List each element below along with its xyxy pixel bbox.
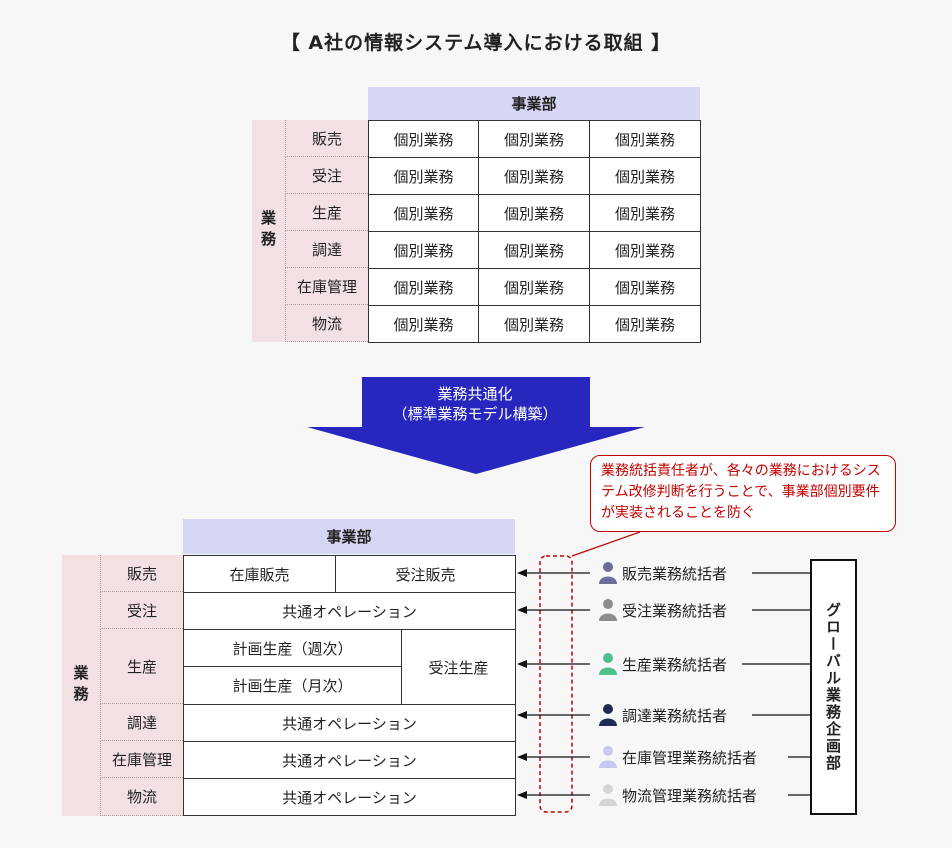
top-table-cell: 個別業務 <box>368 194 479 232</box>
bottom-row-label-zaiko: 在庫管理 <box>100 741 183 778</box>
owner-arrow-head <box>517 606 527 614</box>
top-table-cell: 個別業務 <box>589 268 701 306</box>
person-icon <box>599 599 617 621</box>
cell-seisan-monthly: 計画生産（月次） <box>183 666 402 705</box>
person-icon <box>599 653 617 675</box>
bottom-row-label-butsuryu: 物流 <box>100 778 183 816</box>
cell-butsuryu-common: 共通オペレーション <box>183 778 516 816</box>
owner-item: 生産業務統括者 <box>598 652 727 676</box>
owner-label: 受注業務統括者 <box>622 601 728 620</box>
owner-arrow-head <box>517 753 527 761</box>
bottom-table-header: 事業部 <box>183 519 515 554</box>
owner-arrow-head <box>517 791 527 799</box>
top-table-cell: 個別業務 <box>368 157 479 195</box>
arrow-label-line1: 業務共通化 <box>437 385 513 403</box>
page-title: 【 A社の情報システム導入における取組 】 <box>280 32 672 54</box>
owner-arrow-head <box>517 660 527 668</box>
owner-label: 在庫管理業務統括者 <box>622 748 758 767</box>
top-table-cell: 個別業務 <box>368 305 479 343</box>
bottom-row-label-juchu: 受注 <box>100 592 183 629</box>
person-icon <box>599 562 617 584</box>
callout-box: 業務統括責任者が、各々の業務におけるシステム改修判断を行うことで、事業部個別要件… <box>590 455 896 532</box>
down-arrow-shape <box>307 377 645 474</box>
bottom-row-label-seisan: 生産 <box>100 629 183 704</box>
owner-arrow-head <box>517 569 527 577</box>
owner-label: 販売業務統括者 <box>622 564 728 583</box>
arrow-label: 業務共通化 （標準業務モデル構築） <box>360 384 590 424</box>
top-table-cell: 個別業務 <box>589 194 701 232</box>
top-table-cell: 個別業務 <box>589 231 701 269</box>
cell-zaiko-hanbai: 在庫販売 <box>183 555 336 593</box>
global-dept-connectors <box>742 572 810 796</box>
top-table-cell: 個別業務 <box>368 231 479 269</box>
top-table-cell: 個別業務 <box>589 305 701 343</box>
bottom-row-label-hanbai: 販売 <box>100 555 183 592</box>
top-table-cell: 個別業務 <box>478 231 590 269</box>
dashed-bracket <box>539 555 573 813</box>
top-row-label: 販売 <box>285 120 368 157</box>
callout-connector <box>571 531 641 557</box>
owner-label: 調達業務統括者 <box>622 706 728 725</box>
bottom-table-side-label: 業務 <box>62 555 100 816</box>
global-dept-label: グローバル業務企画部 <box>824 602 842 772</box>
person-icon <box>599 784 617 806</box>
person-icon <box>599 704 617 726</box>
top-table-cell: 個別業務 <box>589 157 701 195</box>
owner-item: 物流管理業務統括者 <box>598 783 757 807</box>
cell-chotatsu-common: 共通オペレーション <box>183 704 516 742</box>
global-dept-box: グローバル業務企画部 <box>810 559 857 815</box>
cell-juchu-hanbai: 受注販売 <box>335 555 516 593</box>
cell-seisan-order: 受注生産 <box>401 629 516 705</box>
owner-item: 在庫管理業務統括者 <box>598 745 757 769</box>
top-table-cell: 個別業務 <box>589 120 701 158</box>
owner-item: 調達業務統括者 <box>598 703 727 727</box>
top-row-label: 受注 <box>285 157 368 194</box>
top-table-cell: 個別業務 <box>478 194 590 232</box>
owner-arrows <box>517 569 590 799</box>
top-table-cell: 個別業務 <box>478 305 590 343</box>
top-row-label: 調達 <box>285 231 368 268</box>
bottom-row-label-chotatsu: 調達 <box>100 704 183 741</box>
arrow-label-line2: （標準業務モデル構築） <box>392 405 558 423</box>
cell-juchu-common: 共通オペレーション <box>183 592 516 630</box>
top-row-label: 在庫管理 <box>285 268 368 305</box>
owner-label: 物流管理業務統括者 <box>622 786 758 805</box>
top-row-label: 生産 <box>285 194 368 231</box>
owner-label: 生産業務統括者 <box>622 655 728 674</box>
owner-item: 販売業務統括者 <box>598 561 727 585</box>
cell-seisan-weekly: 計画生産（週次） <box>183 629 402 667</box>
top-row-label: 物流 <box>285 305 368 342</box>
top-table-header: 事業部 <box>368 87 700 120</box>
owner-arrow-head <box>517 711 527 719</box>
person-icon <box>599 746 617 768</box>
top-table-side-label: 業務 <box>252 120 285 342</box>
cell-zaiko-common: 共通オペレーション <box>183 741 516 779</box>
owner-item: 受注業務統括者 <box>598 598 727 622</box>
